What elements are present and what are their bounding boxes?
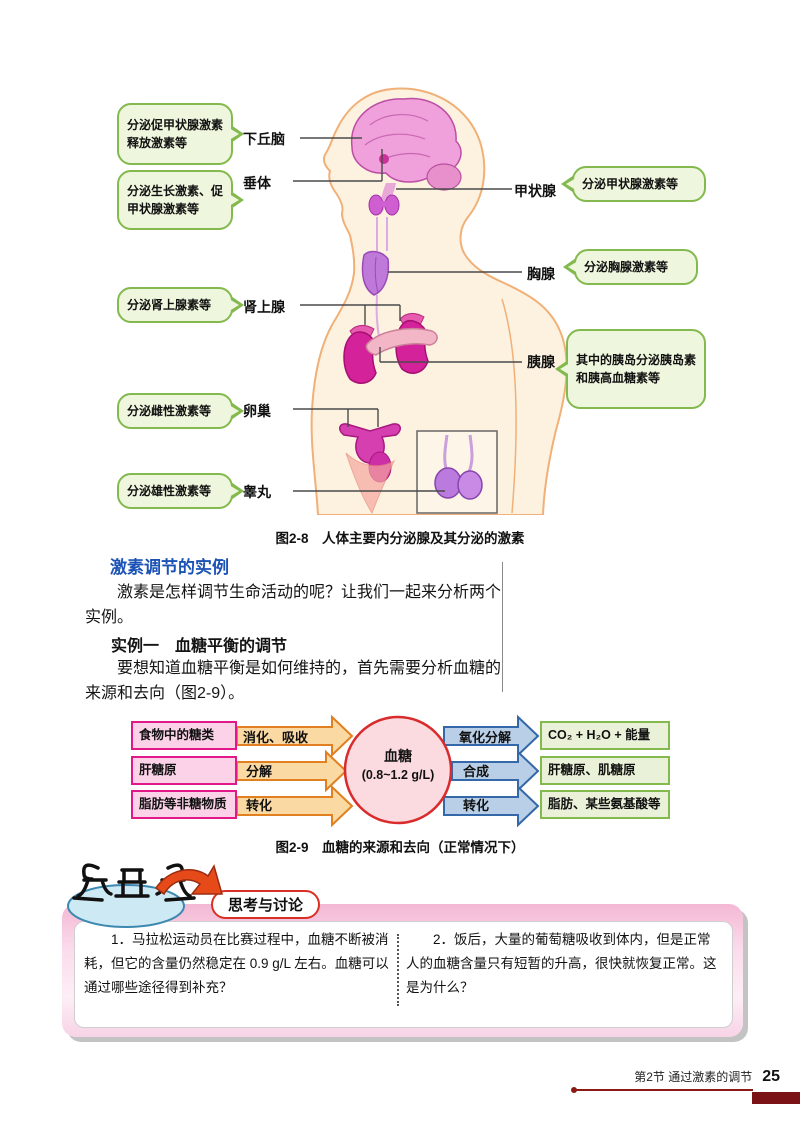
discussion-chairs-icon xyxy=(67,863,223,928)
output-box-fat-amino: 脂肪、某些氨基酸等 xyxy=(540,790,670,819)
gland-bubble-pituitary: 分泌生长激素、促甲状腺激素等 xyxy=(117,170,233,230)
ovary-uterus-illustration xyxy=(339,423,401,515)
source-box-liver-glycogen: 肝糖原 xyxy=(131,756,237,785)
blood-sugar-circle-label: 血糖 (0.8~1.2 g/L) xyxy=(345,746,451,782)
figure-2-9-caption: 图2-9 血糖的来源和去向（正常情况下） xyxy=(275,840,525,855)
pancreas-illustration xyxy=(365,327,438,356)
bubble-text: 分泌生长激素、促甲状腺激素等 xyxy=(127,184,224,216)
gland-label-pituitary: 垂体 xyxy=(243,175,271,191)
gland-bubble-ovary: 分泌雌性激素等 xyxy=(117,393,233,429)
testes-inset-illustration xyxy=(416,430,498,514)
bubble-text: 分泌甲状腺激素等 xyxy=(582,177,679,191)
source-box-food-sugar: 食物中的糖类 xyxy=(131,721,237,750)
gland-bubble-thyroid: 分泌甲状腺激素等 xyxy=(572,166,706,202)
arrow-label-convert-in: 转化 xyxy=(246,798,273,813)
column-divider-line xyxy=(502,562,503,692)
footer-rule-line xyxy=(575,1089,753,1091)
bubble-text: 分泌肾上腺素等 xyxy=(127,298,212,312)
bubble-text: 分泌胸腺激素等 xyxy=(584,260,669,274)
arrow-label-digest: 消化、吸收 xyxy=(243,730,309,745)
section-heading: 激素调节的实例 xyxy=(110,558,229,577)
blood-sugar-circle xyxy=(343,715,453,825)
curved-arrow-icon xyxy=(154,864,223,896)
figure-2-8-caption: 图2-8 人体主要内分泌腺及其分泌的激素 xyxy=(275,531,525,546)
human-endocrine-illustration xyxy=(293,87,568,515)
bubble-text: 分泌雌性激素等 xyxy=(127,404,212,418)
source-arrows xyxy=(236,714,354,828)
question-divider-dotted-line xyxy=(397,934,399,1006)
discussion-inner-panel xyxy=(74,921,733,1028)
bubble-text: 其中的胰岛分泌胰岛素和胰高血糖素等 xyxy=(576,353,697,385)
discussion-question-1: 1．马拉松运动员在比赛过程中，血糖不断被消耗，但它的含量仍然稳定在 0.9 g/… xyxy=(84,932,389,995)
bubble-text: 分泌雄性激素等 xyxy=(127,484,212,498)
source-box-fat: 脂肪等非糖物质 xyxy=(131,790,237,819)
footer-corner-bar xyxy=(752,1092,800,1104)
thyroid-illustration xyxy=(368,194,400,251)
blood-sugar-flow-arrows xyxy=(236,714,540,828)
output-arrows xyxy=(443,714,540,828)
output-box-co2-h2o-energy: CO₂ + H₂O + 能量 xyxy=(540,721,670,750)
gland-bubble-thymus: 分泌胸腺激素等 xyxy=(574,249,698,285)
gland-label-hypothalamus: 下丘脑 xyxy=(243,131,285,147)
footer-line-dot xyxy=(571,1087,577,1093)
gland-label-testis: 睾丸 xyxy=(243,484,271,500)
output-box-glycogen: 肝糖原、肌糖原 xyxy=(540,756,670,785)
gland-bubble-adrenal: 分泌肾上腺素等 xyxy=(117,287,233,323)
gland-label-adrenal: 肾上腺 xyxy=(243,299,285,315)
example-title: 实例一 血糖平衡的调节 xyxy=(111,638,288,655)
discussion-title-badge: 思考与讨论 xyxy=(211,890,321,919)
arrow-label-synthesize: 合成 xyxy=(463,764,490,779)
footer-section-title: 第2节 通过激素的调节 xyxy=(634,1070,753,1084)
gland-label-ovary: 卵巢 xyxy=(243,403,271,419)
gland-bubble-pancreas: 其中的胰岛分泌胰岛素和胰高血糖素等 xyxy=(566,329,706,409)
arrow-label-oxidize: 氧化分解 xyxy=(459,730,512,745)
discussion-question-2: 2．饭后，大量的葡萄糖吸收到体内，但是正常人的血糖含量只有短暂的升高，很快就恢复… xyxy=(406,932,717,995)
gland-label-pancreas: 胰腺 xyxy=(527,354,555,370)
footer: 第2节 通过激素的调节 25 xyxy=(420,1068,780,1086)
gland-label-thyroid: 甲状腺 xyxy=(514,183,556,199)
label-connector-lines xyxy=(293,137,522,492)
blood-sugar-range: (0.8~1.2 g/L) xyxy=(361,768,435,782)
arrow-label-decompose: 分解 xyxy=(246,764,273,779)
table-ellipse xyxy=(67,884,185,928)
gland-label-thymus: 胸腺 xyxy=(527,266,555,282)
gland-bubble-hypothalamus: 分泌促甲状腺激素释放激素等 xyxy=(117,103,233,165)
blood-sugar-title: 血糖 xyxy=(384,748,412,764)
bubble-text: 分泌促甲状腺激素释放激素等 xyxy=(127,118,224,150)
thymus-illustration xyxy=(361,250,390,338)
paragraph-2: 要想知道血糖平衡是如何维持的，首先需要分析血糖的来源和去向（图2-9）。 xyxy=(85,660,502,702)
paragraph-1: 激素是怎样调节生命活动的呢？让我们一起来分析两个实例。 xyxy=(85,584,502,626)
footer-page-number: 25 xyxy=(762,1068,780,1085)
arrow-label-convert-out: 转化 xyxy=(463,798,490,813)
gland-bubble-testis: 分泌雄性激素等 xyxy=(117,473,233,509)
